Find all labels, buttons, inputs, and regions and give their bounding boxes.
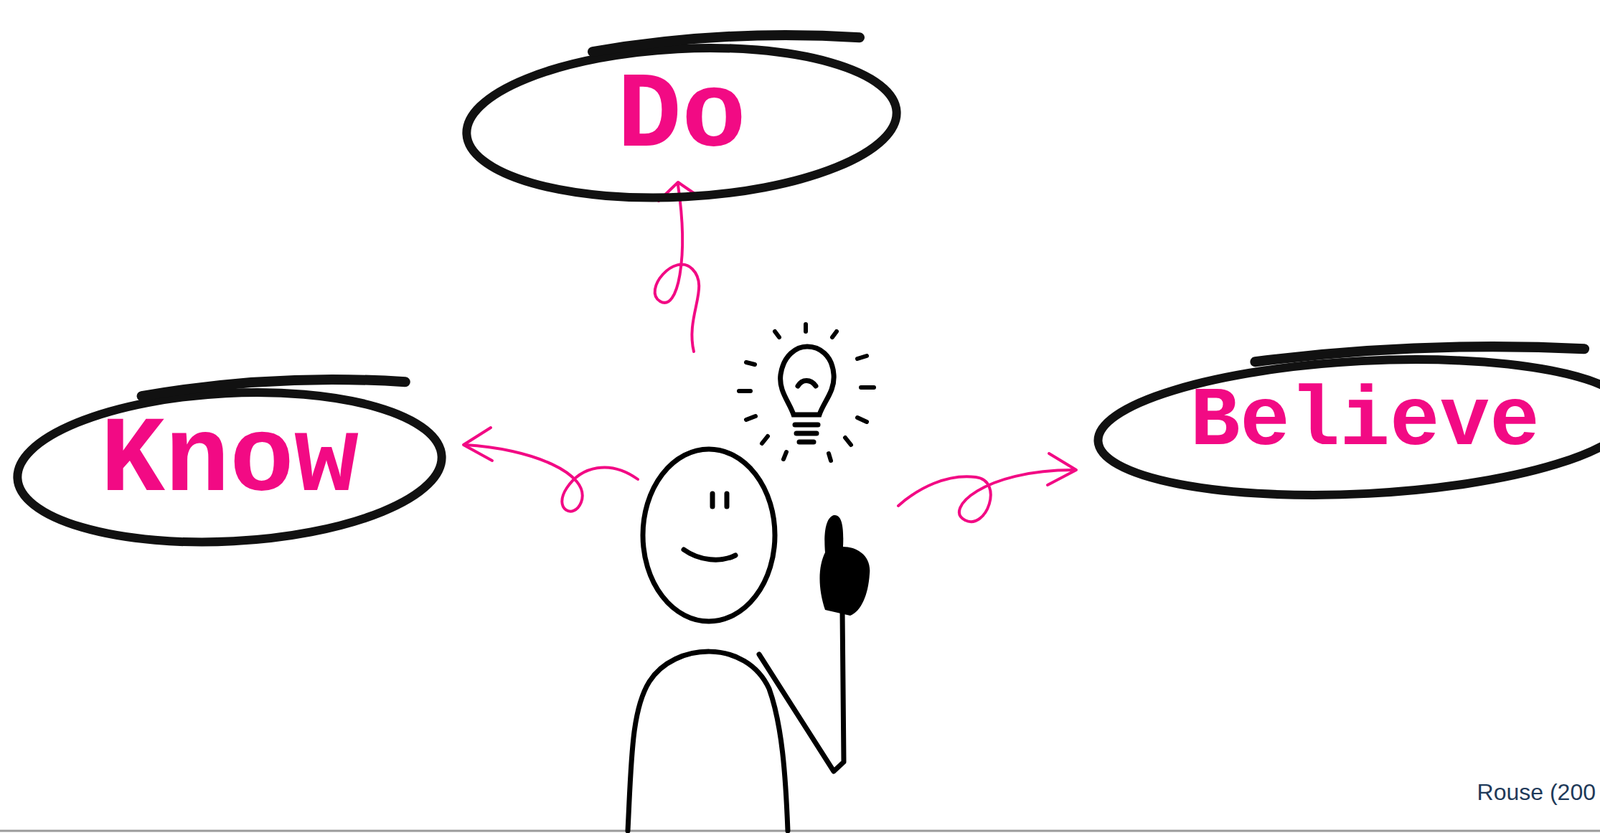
curly-arrow: [898, 469, 1074, 522]
oval-node: Do: [459, 28, 905, 206]
oval-text: Believe: [1190, 380, 1540, 464]
curly-arrow: [655, 185, 700, 352]
oval-node: Believe: [1090, 340, 1600, 503]
figure-body: [627, 651, 788, 831]
thumbs-up-hand: [820, 515, 871, 616]
curly-arrow: [464, 444, 638, 512]
arrow-head: [1047, 453, 1077, 486]
stick-figure: [627, 449, 844, 831]
oval-node: Know: [10, 373, 450, 551]
bulb-rays: [739, 324, 874, 461]
oval-text: Do: [617, 63, 747, 171]
bottom-rule: [0, 830, 1600, 833]
arrow-head: [463, 427, 493, 461]
light-bulb: [780, 346, 835, 442]
figure-head: [642, 449, 775, 622]
citation: Rouse (200: [1477, 779, 1596, 806]
figure-arm: [759, 609, 844, 772]
figure-smile: [683, 549, 736, 560]
figure-eye: [724, 493, 730, 507]
figure-eye: [710, 493, 716, 507]
oval-text: Know: [100, 407, 359, 516]
